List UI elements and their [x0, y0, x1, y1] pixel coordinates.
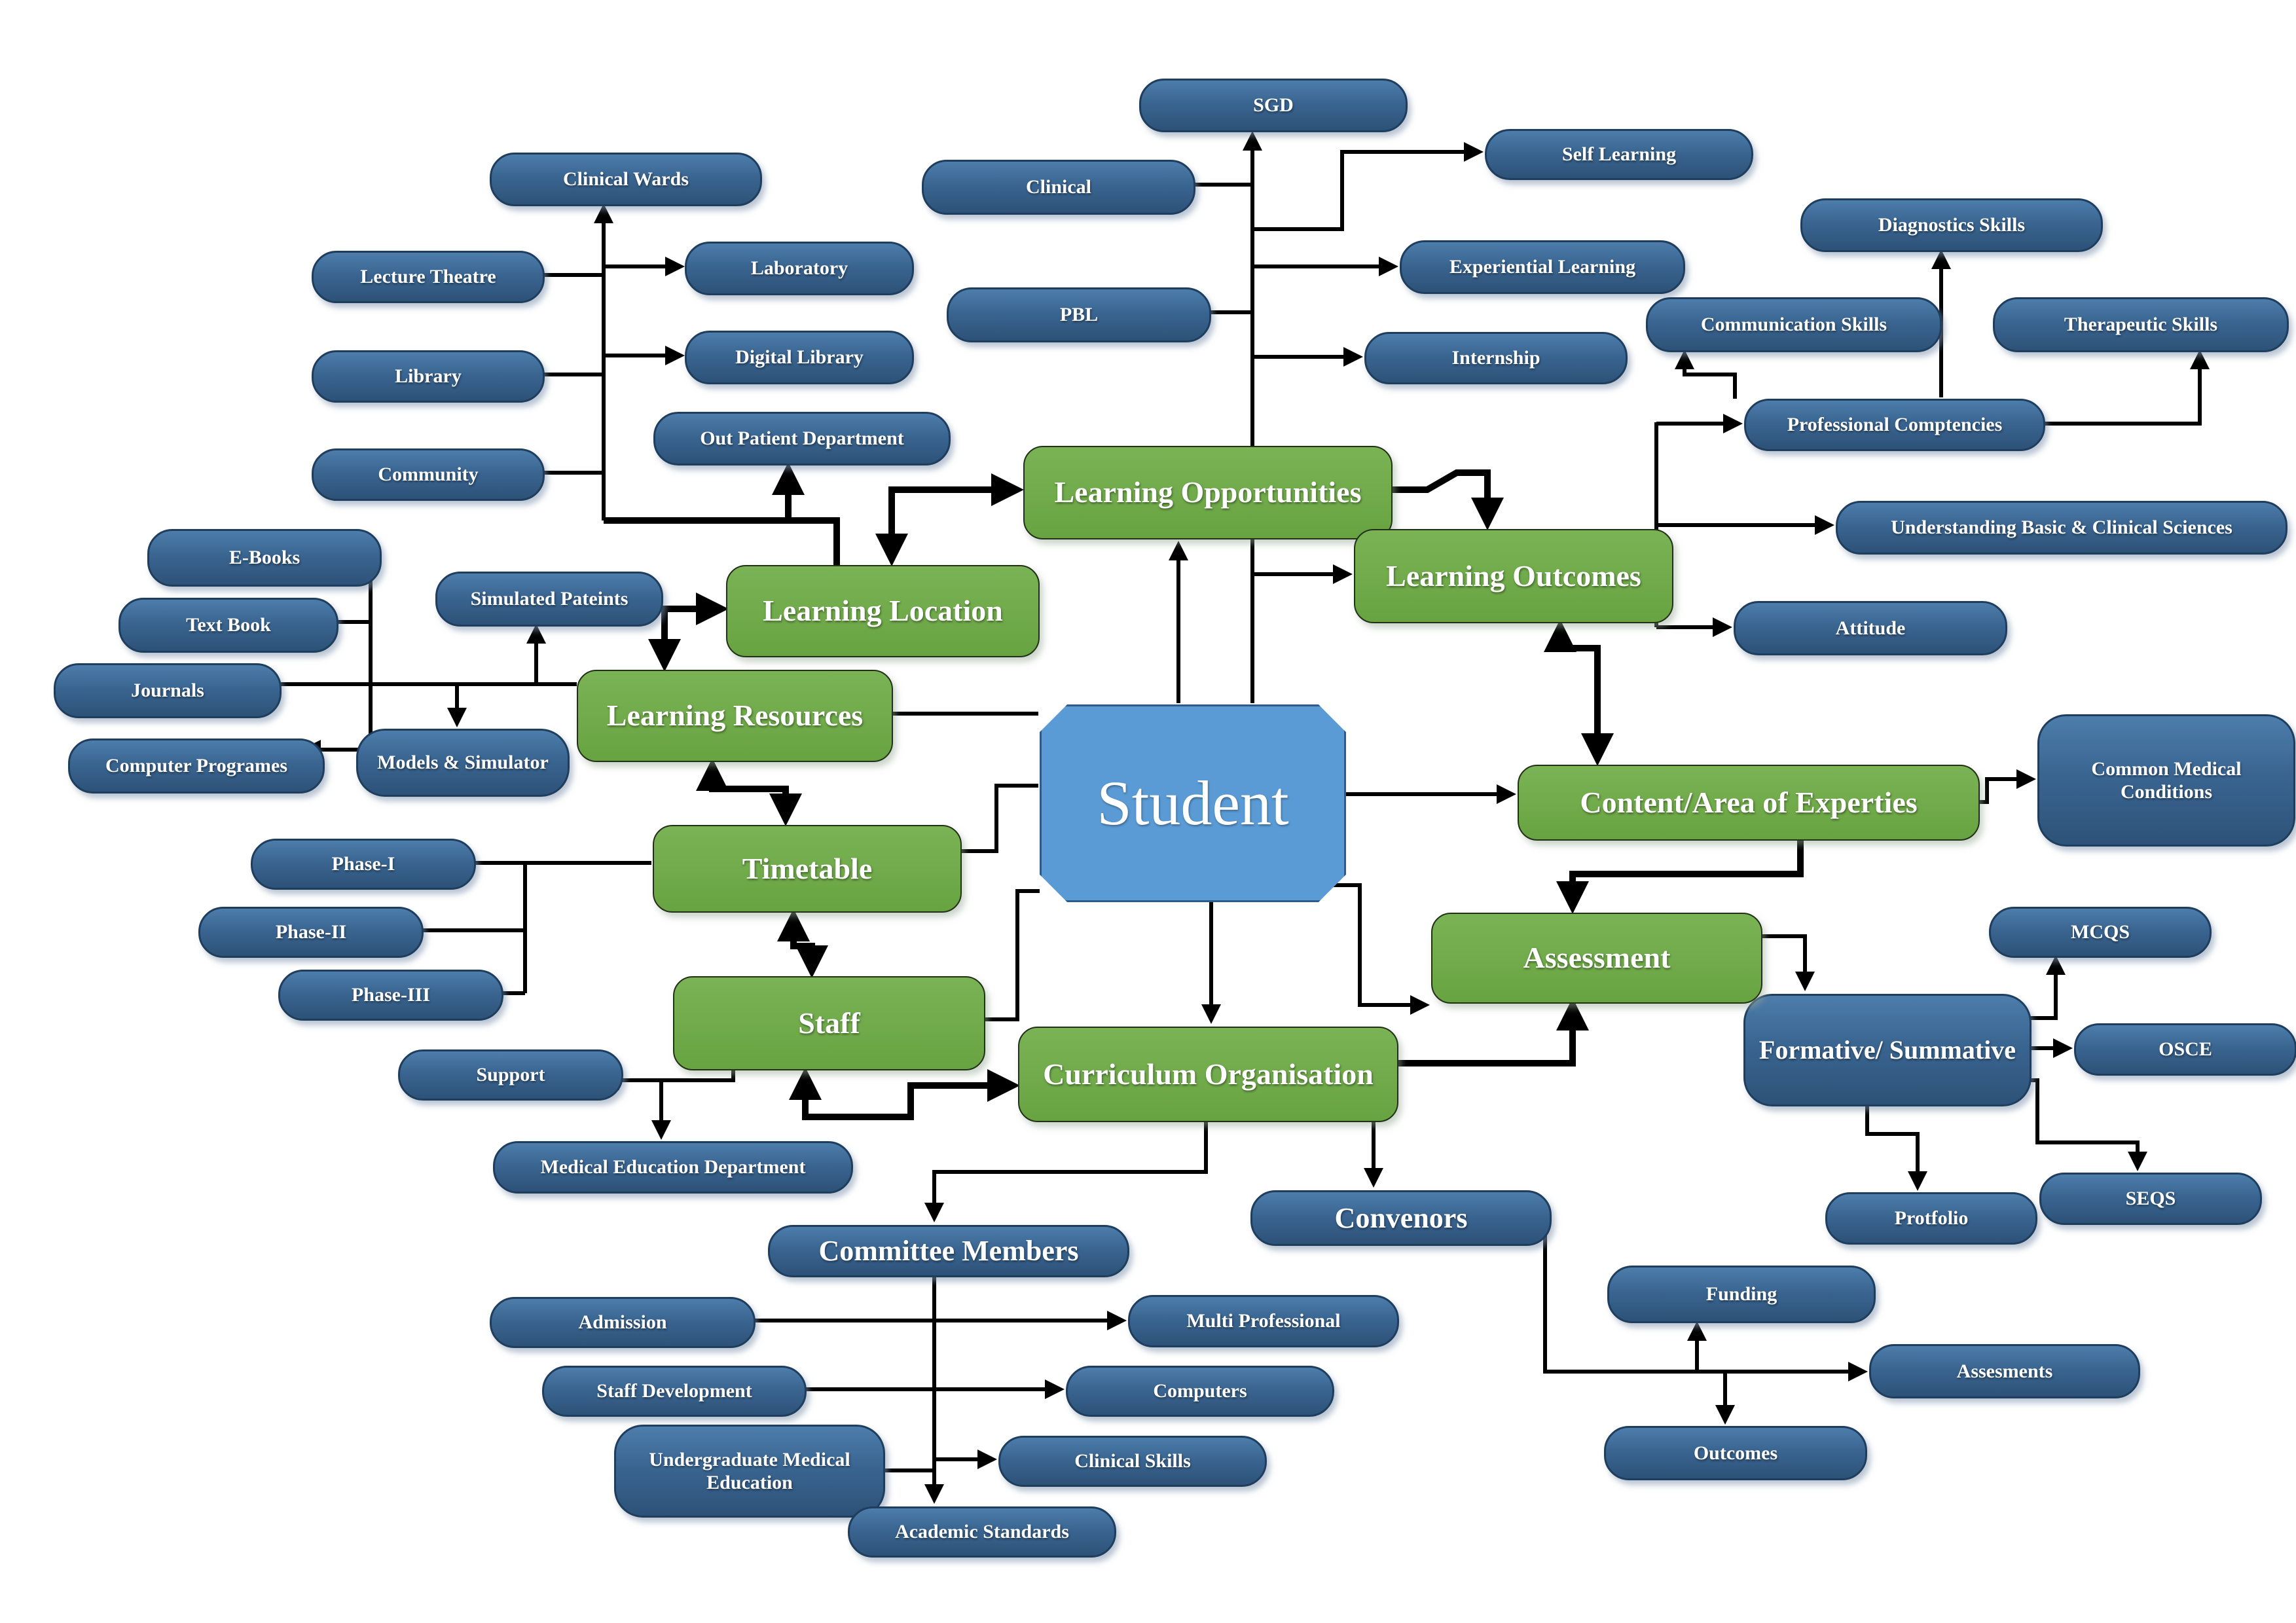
node-clinical-wards: Clinical Wards — [490, 153, 762, 206]
edge-wards-trunk-learning-location — [604, 517, 840, 567]
node-learning-location: Learning Location — [726, 565, 1040, 657]
node-sgd: SGD — [1139, 79, 1408, 132]
edge-curriculum-committee-members — [924, 1121, 1208, 1222]
node-experiential-learning: Experiential Learning — [1400, 240, 1685, 294]
node-funding: Funding — [1607, 1266, 1876, 1323]
node-laboratory: Laboratory — [685, 242, 914, 295]
edge-fs-seqs — [2008, 1078, 2147, 1171]
node-formative-summative: Formative/ Summative — [1743, 994, 2032, 1106]
node-multi-professional: Multi Professional — [1128, 1295, 1399, 1347]
node-e-books: E-Books — [147, 529, 382, 587]
node-journals: Journals — [54, 663, 282, 718]
node-support: Support — [398, 1049, 623, 1101]
node-community: Community — [312, 448, 545, 501]
thick-connectors — [604, 462, 1804, 1120]
node-clinical: Clinical — [922, 160, 1195, 215]
node-clinical-skills: Clinical Skills — [998, 1436, 1267, 1487]
edge-learning-location-learning-resources — [648, 593, 729, 672]
node-attitude: Attitude — [1734, 601, 2007, 655]
node-curriculum-organisation: Curriculum Organisation — [1018, 1027, 1398, 1122]
node-phase-i: Phase-I — [251, 839, 476, 890]
node-medical-education-department: Medical Education Department — [493, 1141, 853, 1194]
node-models-simulator: Models & Simulator — [356, 729, 570, 797]
node-learning-outcomes: Learning Outcomes — [1354, 529, 1673, 623]
node-phase-iii: Phase-III — [278, 970, 503, 1021]
node-outcomes: Outcomes — [1604, 1426, 1867, 1480]
edge-fs-protfolio — [1865, 1104, 1927, 1191]
node-staff: Staff — [673, 976, 985, 1070]
node-lecture-theatre: Lecture Theatre — [312, 251, 545, 303]
edge-staff-curriculum-organisation — [789, 1067, 1020, 1120]
node-understanding-basic-clinical-sciences: Understanding Basic & Clinical Sciences — [1836, 501, 2287, 555]
node-assesments: Assesments — [1869, 1344, 2140, 1398]
edge-trunk-self-learning — [1252, 142, 1484, 231]
node-phase-ii: Phase-II — [198, 907, 424, 958]
node-library: Library — [312, 350, 545, 403]
node-simulated-pateints: Simulated Pateints — [435, 572, 663, 627]
node-digital-library: Digital Library — [685, 331, 914, 384]
edge-comptencies-communication-skills — [1675, 350, 1737, 399]
node-committee-members: Committee Members — [768, 1225, 1129, 1277]
node-internship: Internship — [1364, 332, 1628, 384]
edge-learning-outcomes-content-area — [1544, 619, 1614, 766]
node-computers: Computers — [1066, 1366, 1334, 1417]
node-osce: OSCE — [2074, 1023, 2296, 1076]
node-diagnostics-skills: Diagnostics Skills — [1800, 198, 2103, 252]
edge-learning-resources-timetable — [696, 758, 802, 826]
edge-content-area-assessment — [1556, 839, 1804, 914]
node-timetable: Timetable — [653, 825, 962, 913]
node-student-center: Student — [1040, 704, 1346, 902]
node-therapeutic-skills: Therapeutic Skills — [1993, 297, 2289, 352]
node-computer-programes: Computer Programes — [68, 739, 325, 793]
node-admission: Admission — [490, 1297, 756, 1348]
edge-staff-support — [600, 1069, 735, 1090]
node-text-book: Text Book — [118, 598, 338, 653]
node-communication-skills: Communication Skills — [1646, 297, 1942, 352]
node-protfolio: Protfolio — [1825, 1192, 2037, 1245]
edge-learning-opportunities-learning-outcomes — [1346, 469, 1504, 530]
node-undergraduate-medical-education: Undergraduate Medical Education — [614, 1425, 885, 1518]
edge-student-staff — [957, 889, 1040, 1029]
node-learning-resources: Learning Resources — [577, 670, 893, 762]
edge-learning-location-learning-opportunities — [875, 473, 1024, 566]
edge-comptencies-therapeutic-skills — [2021, 350, 2210, 426]
node-academic-standards: Academic Standards — [848, 1506, 1116, 1558]
node-assessment: Assessment — [1431, 913, 1762, 1004]
node-common-medical-conditions: Common Medical Conditions — [2037, 714, 2295, 847]
node-convenors: Convenors — [1250, 1190, 1552, 1246]
node-seqs: SEQS — [2039, 1173, 2262, 1225]
node-mcqs: MCQS — [1989, 907, 2212, 958]
node-out-patient-department: Out Patient Department — [653, 412, 951, 465]
edge-student-assessment — [1316, 883, 1430, 1015]
node-professional-comptencies: Professional Comptencies — [1744, 399, 2045, 451]
edge-timetable-staff — [777, 909, 828, 978]
node-self-learning: Self Learning — [1485, 129, 1753, 180]
node-staff-development: Staff Development — [542, 1366, 807, 1417]
node-pbl: PBL — [947, 287, 1211, 342]
node-content-area-of-experties: Content/Area of Experties — [1518, 765, 1980, 841]
edge-assessment-curriculum-organisation — [1357, 998, 1589, 1080]
node-learning-opportunities: Learning Opportunities — [1023, 446, 1393, 539]
